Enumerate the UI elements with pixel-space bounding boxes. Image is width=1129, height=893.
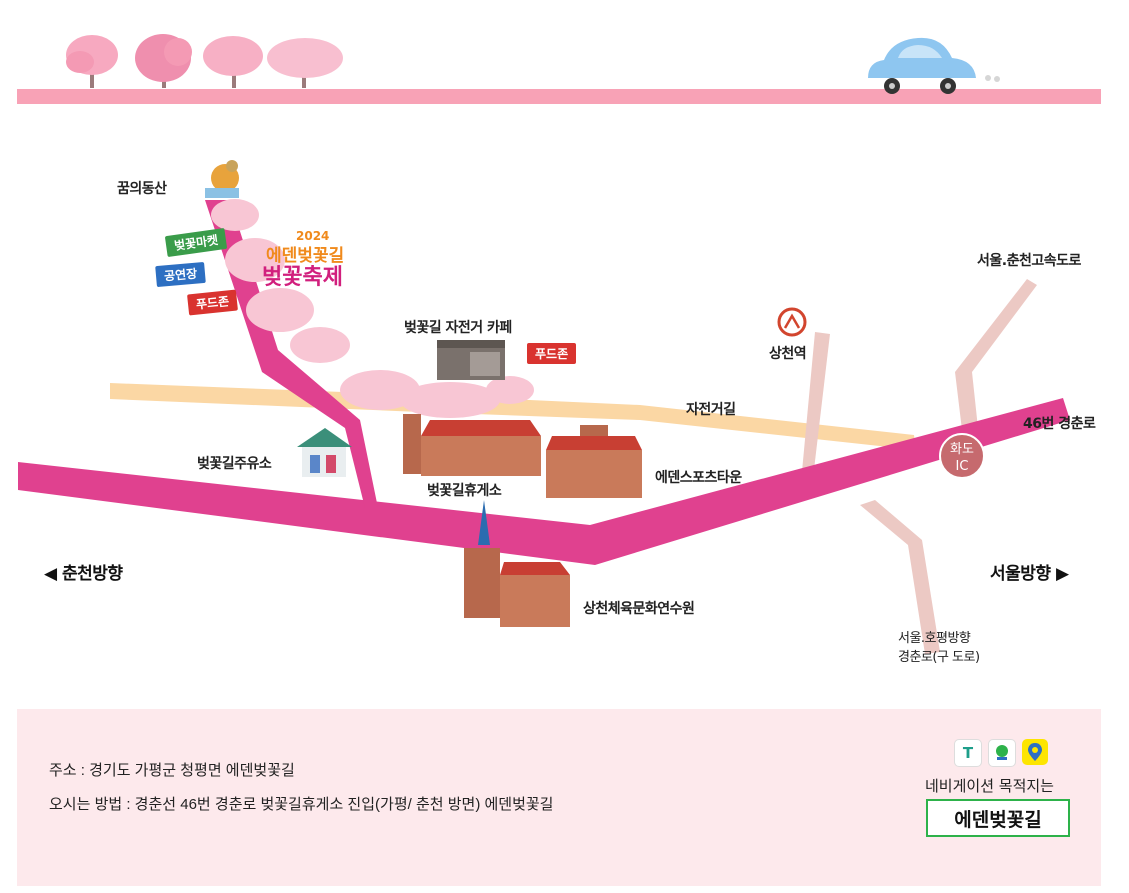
expressway-road xyxy=(955,279,1037,430)
sangcheon-station-label: 상천역 xyxy=(769,346,807,362)
rest-area-label: 벚꽃길휴게소 xyxy=(427,483,502,499)
festival-logo-line2: 벚꽃축제 xyxy=(262,265,343,290)
route46-label: 46번 경춘로 xyxy=(1023,416,1096,432)
sports-town-label: 에덴스포츠타운 xyxy=(655,470,742,486)
festival-logo-line1: 에덴벚꽃길 xyxy=(266,246,344,266)
address-text: 주소 : 경기도 가평군 청평면 에덴벚꽃길 xyxy=(49,762,295,779)
seoul-direction-label: 서울방향 xyxy=(990,564,1051,584)
how-to-come-text: 오시는 방법 : 경춘선 46번 경춘로 벚꽃길휴게소 진입(가평/ 춘천 방면… xyxy=(49,796,554,813)
naver-map-icon[interactable] xyxy=(988,739,1016,767)
main-road-route46 xyxy=(18,398,1070,565)
nav-destination-box: 에덴벚꽃길 xyxy=(926,799,1070,837)
nav-app-icons: T xyxy=(954,739,1048,767)
top-bar xyxy=(17,89,1101,104)
chuncheon-direction-label: 춘천방향 xyxy=(62,564,123,584)
old-road-label-line1: 서울.호평방향 xyxy=(898,631,971,646)
tmap-icon[interactable]: T xyxy=(954,739,982,767)
seoul-direction: 서울방향 ▶ xyxy=(990,559,1069,584)
old-road-label-line2: 경춘로(구 도로) xyxy=(898,650,980,665)
chuncheon-direction: ◀ 춘천방향 xyxy=(44,559,123,584)
cherry-tree-icons xyxy=(66,34,343,88)
cherry-blossom-cluster xyxy=(211,199,534,418)
culture-center-building xyxy=(464,500,570,627)
gas-station-building xyxy=(297,428,352,477)
cherry-tree-icon xyxy=(135,34,192,88)
culture-center-label: 상천체육문화연수원 xyxy=(583,601,695,617)
info-panel: 주소 : 경기도 가평군 청평면 에덴벚꽃길 오시는 방법 : 경춘선 46번 … xyxy=(17,709,1101,886)
bike-cafe-building xyxy=(437,340,505,380)
kakao-map-icon[interactable] xyxy=(1022,739,1048,765)
dream-hill-icon xyxy=(205,160,239,198)
bike-road-label: 자전거길 xyxy=(686,402,736,418)
left-arrow-icon: ◀ xyxy=(44,564,57,584)
railway-line xyxy=(800,332,830,495)
expressway-label: 서울.춘천고속도로 xyxy=(977,253,1081,269)
sports-town-building xyxy=(546,425,642,498)
old-road xyxy=(860,500,940,654)
hwado-ic-circle xyxy=(939,433,985,479)
festival-logo-year: 2024 xyxy=(296,229,329,243)
hwado-ic-label-line2: IC xyxy=(956,459,969,474)
subway-station-icon xyxy=(777,307,807,337)
hwado-ic-label-line1: 화도 xyxy=(950,442,974,457)
bike-cafe-label: 벚꽃길 자전거 카페 xyxy=(404,320,512,336)
nav-caption: 네비게이션 목적지는 xyxy=(925,777,1054,795)
right-arrow-icon: ▶ xyxy=(1055,564,1069,584)
stage-sign: 공연장 xyxy=(155,261,206,288)
gas-station-label: 벚꽃길주유소 xyxy=(197,456,272,472)
car-icon xyxy=(868,37,1000,94)
cherry-tree-icon xyxy=(66,35,118,88)
cherry-tree-icon xyxy=(267,38,343,88)
cherry-tree-icon xyxy=(203,36,263,88)
food-zone-sign-right: 푸드존 xyxy=(527,343,577,364)
dream-hill-label: 꿈의동산 xyxy=(117,181,167,197)
rest-area-building xyxy=(403,414,541,476)
